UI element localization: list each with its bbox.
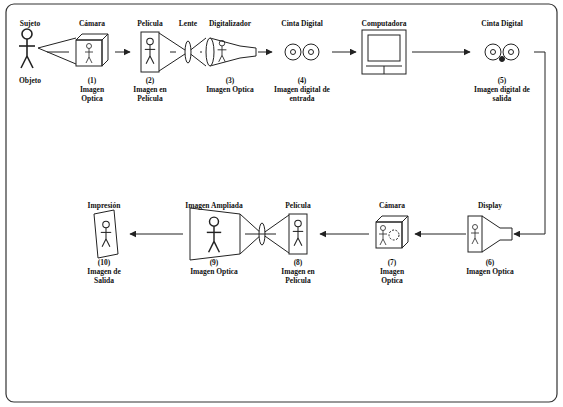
film-icon: [289, 214, 307, 254]
digitizer-icon: [206, 38, 256, 66]
light-cone: [159, 38, 206, 71]
flow-arrow: [115, 52, 130, 53]
flow-arrow: [130, 234, 183, 235]
callout-number: (2): [130, 76, 170, 85]
stage-node: Cámara (7)Imagen Optica: [369, 190, 415, 285]
computer-icon: [362, 30, 406, 74]
light-cone: [240, 214, 289, 253]
light-cone: [240, 215, 289, 254]
stage-name: Película: [285, 201, 310, 210]
stage-caption: Imagen en Película: [130, 85, 170, 103]
stage-name: Impresión: [88, 201, 121, 210]
optical-link: [245, 234, 276, 235]
stage-caption: Imagen en Película: [276, 267, 320, 285]
callout-number: (10): [78, 258, 130, 267]
enlarged-image-icon: [190, 208, 240, 260]
stage-caption: Imagen Optica: [369, 267, 415, 285]
stage-node: Cinta Digital (5)Imagen digital de salida: [470, 8, 534, 103]
flow-arrow: [320, 234, 369, 235]
stage-name: Película: [137, 19, 162, 28]
callout-number: (5): [470, 76, 534, 85]
stage-caption: Imagen digital de salida: [470, 85, 534, 103]
stage-name: Cinta Digital: [481, 19, 522, 28]
stage-caption: Imagen Optica: [183, 267, 245, 276]
stage-caption: Imagen Optica: [69, 85, 115, 103]
stage-name: Sujeto: [20, 19, 40, 28]
stage-name: Digitalizador: [209, 19, 251, 28]
flow-arrow: [514, 52, 545, 234]
flow-arrow: [258, 52, 272, 53]
camera-icon: [376, 216, 408, 248]
callout-number: (8): [276, 258, 320, 267]
stage-node: Imagen Ampliada (9)Imagen Optica: [183, 190, 245, 276]
callout-number: (4): [272, 76, 332, 85]
callout-number: (9): [183, 258, 245, 267]
callout-number: (1): [69, 76, 115, 85]
stage-node: Impresión (10)Imagen de Salida: [78, 190, 130, 285]
stage-name: Cinta Digital: [281, 19, 322, 28]
stage-node: Película (2)Imagen en Película: [130, 8, 170, 103]
stage-name: Cámara: [379, 201, 405, 210]
flow-arrow: [415, 234, 466, 235]
stage-node: Display (6)Imagen Optica: [466, 190, 514, 276]
print-icon: [94, 210, 118, 258]
flow-arrow: [332, 52, 356, 53]
stage-name: Computadora: [361, 19, 406, 28]
callout-number: (6): [466, 258, 514, 267]
stage-caption: Imagen Optica: [466, 267, 514, 276]
stage-caption: Imagen de Salida: [78, 267, 130, 285]
film-icon: [141, 32, 159, 72]
stage-caption: Objeto: [13, 76, 47, 85]
stage-node: Cinta Digital (4)Imagen digital de entrad…: [272, 8, 332, 103]
display-icon: [468, 216, 512, 252]
frame: [6, 4, 557, 402]
light-cone: [159, 33, 206, 66]
optical-link: [200, 52, 202, 53]
stage-node: Cámara (1)Imagen Optica: [69, 8, 115, 103]
view-ray: [38, 38, 76, 48]
stage-node: Película (8)Imagen en Película: [276, 190, 320, 285]
stage-node: Digitalizador (3)Imagen Optica: [202, 8, 258, 94]
subject-figure: [19, 29, 35, 68]
stage-name: Imagen Ampliada: [185, 201, 242, 210]
stage-caption: Imagen Optica: [202, 85, 258, 94]
optical-link: [47, 52, 69, 53]
tape-icon: [285, 44, 319, 60]
callout-number: (7): [369, 258, 415, 267]
stage-node: Computadora: [356, 8, 412, 76]
camera-icon: [76, 34, 108, 66]
stage-caption: Imagen digital de entrada: [272, 85, 332, 103]
stage-name: Display: [478, 201, 502, 210]
lens-icon: [185, 41, 191, 63]
flow-arrow: [412, 52, 470, 53]
view-ray: [38, 48, 76, 64]
optical-link: [170, 52, 176, 53]
stage-name: Lente: [179, 19, 197, 28]
stage-name: Cámara: [79, 19, 105, 28]
tape-icon: [485, 44, 519, 62]
stage-node: Lente: [176, 8, 200, 76]
stage-node: SujetoObjeto: [13, 8, 47, 85]
callout-number: (3): [202, 76, 258, 85]
